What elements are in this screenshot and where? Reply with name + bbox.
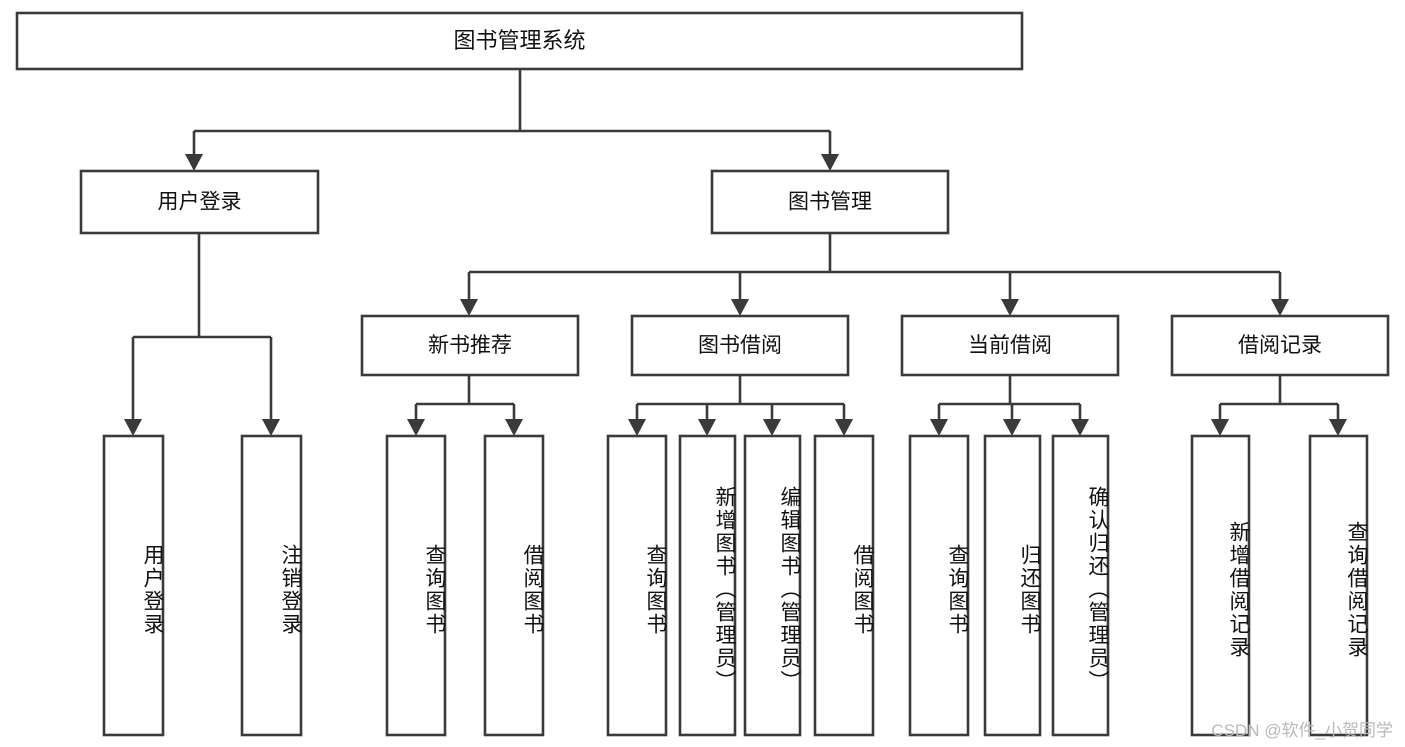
arrow-head-icon (262, 419, 280, 436)
node-new-book-recommend-label: 新书推荐 (428, 334, 512, 357)
node-leaf-borrow-book-recommend[interactable] (483, 434, 545, 737)
arrow-head-icon (731, 299, 749, 316)
arrow-head-icon (763, 419, 781, 436)
connector-group (460, 233, 1289, 316)
node-borrow-record[interactable] (1170, 314, 1390, 377)
node-leaf-query-book-recommend-label: 查询图书 (423, 543, 446, 636)
node-new-book-recommend[interactable] (360, 314, 580, 377)
node-leaf-borrow-book[interactable] (813, 434, 875, 737)
node-leaf-query-borrow-record-label: 查询借阅记录 (1345, 520, 1368, 659)
arrow-head-icon (1001, 299, 1019, 316)
node-leaf-add-book[interactable] (678, 434, 737, 737)
node-leaf-query-book-current-label: 查询图书 (946, 543, 969, 636)
connector-group (628, 375, 853, 436)
arrow-head-icon (505, 419, 523, 436)
node-book-borrow-label: 图书借阅 (698, 334, 782, 357)
node-book-manage-label: 图书管理 (788, 191, 872, 214)
node-leaf-return-book-label: 归还图书 (1018, 543, 1041, 636)
node-leaf-add-book-label: 新增图书（管理员） (713, 486, 736, 693)
node-leaf-return-book[interactable] (983, 434, 1042, 737)
arrow-head-icon (1071, 419, 1089, 436)
node-leaf-confirm-return[interactable] (1051, 434, 1110, 737)
node-user-login-label: 用户登录 (158, 191, 242, 214)
node-book-borrow[interactable] (630, 314, 850, 377)
arrow-head-icon (124, 419, 142, 436)
node-leaf-query-book-borrow[interactable] (606, 434, 668, 737)
node-root-label: 图书管理系统 (453, 28, 585, 53)
node-leaf-query-book-borrow-label: 查询图书 (644, 543, 667, 636)
node-root[interactable] (15, 11, 1024, 71)
node-leaf-confirm-return-label: 确认归还（管理员） (1086, 486, 1109, 693)
arrow-head-icon (460, 299, 478, 316)
node-leaf-user-login[interactable] (102, 434, 165, 737)
arrow-head-icon (628, 419, 646, 436)
node-leaf-user-login-label: 用户登录 (141, 543, 164, 636)
arrow-head-icon (185, 154, 203, 171)
node-leaf-borrow-book-recommend-label: 借阅图书 (521, 543, 544, 636)
connector-layer (124, 69, 1347, 436)
node-leaf-edit-book-label: 编辑图书（管理员） (778, 486, 801, 693)
node-leaf-query-borrow-record[interactable] (1308, 434, 1369, 737)
arrow-head-icon (407, 419, 425, 436)
node-box-layer (15, 11, 1390, 737)
node-user-login[interactable] (79, 169, 320, 235)
arrow-head-icon (821, 154, 839, 171)
node-leaf-query-book-current[interactable] (908, 434, 970, 737)
arrow-head-icon (698, 419, 716, 436)
node-current-borrow-label: 当前借阅 (968, 334, 1052, 357)
arrow-head-icon (835, 419, 853, 436)
node-leaf-add-borrow-record[interactable] (1190, 434, 1251, 737)
node-leaf-query-book-recommend[interactable] (385, 434, 447, 737)
node-book-manage[interactable] (710, 169, 950, 235)
node-leaf-user-logout-label: 注销登录 (279, 543, 302, 636)
connector-group (930, 375, 1089, 436)
node-leaf-borrow-book-label: 借阅图书 (851, 543, 874, 636)
connector-group (407, 375, 523, 436)
node-leaf-add-borrow-record-label: 新增借阅记录 (1227, 520, 1250, 659)
node-borrow-record-label: 借阅记录 (1238, 334, 1322, 357)
connector-group (185, 69, 839, 171)
arrow-head-icon (1003, 419, 1021, 436)
connector-group (1211, 375, 1347, 436)
arrow-head-icon (930, 419, 948, 436)
watermark-text: CSDN @软件_小贺同学 (1211, 721, 1393, 740)
node-leaf-edit-book[interactable] (743, 434, 802, 737)
arrow-head-icon (1329, 419, 1347, 436)
connector-group (124, 233, 280, 436)
node-current-borrow[interactable] (900, 314, 1120, 377)
arrow-head-icon (1271, 299, 1289, 316)
arrow-head-icon (1211, 419, 1229, 436)
node-leaf-user-logout[interactable] (240, 434, 303, 737)
